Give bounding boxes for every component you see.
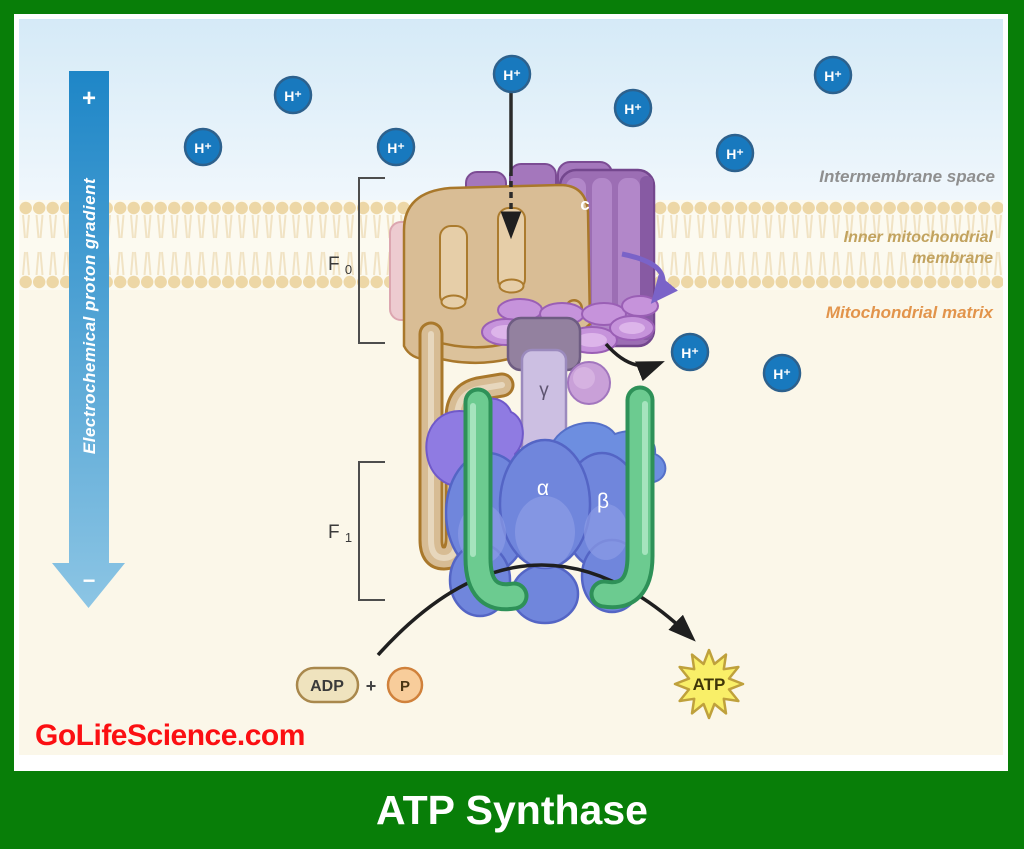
page-title: ATP Synthase (376, 786, 648, 833)
h-plus-label: H⁺ (624, 101, 642, 117)
b-subunit-left (463, 387, 529, 612)
matrix-label: Mitochondrial matrix (826, 303, 995, 322)
h-plus-label: H⁺ (681, 345, 699, 361)
adp-pill (295, 666, 360, 704)
f0-bracket (358, 177, 385, 344)
f0-sub: 0 (345, 262, 352, 277)
atp-starburst: ATP (673, 648, 745, 720)
f0-letter: F (328, 254, 340, 275)
alpha-label: α (537, 477, 549, 500)
h-plus-ion: H⁺ (670, 332, 710, 372)
h-plus-label: H⁺ (284, 88, 302, 104)
proton-channel-right (497, 207, 526, 294)
gamma-label: γ (539, 380, 549, 401)
f1-label: F 1 (328, 522, 352, 545)
h-plus-label: H⁺ (726, 146, 744, 162)
gradient-plus-sign: + (82, 85, 96, 112)
h-plus-ion: H⁺ (492, 54, 532, 94)
atp-synthase-complex: c γ (389, 161, 667, 625)
h-plus-ion: H⁺ (715, 133, 755, 173)
h-plus-label: H⁺ (773, 366, 791, 382)
intermembrane-space-label: Intermembrane space (819, 167, 995, 186)
proton-gradient-arrow: + − Electrochemical proton gradient (52, 71, 125, 608)
inner-membrane-label-line1: Inner mitochondrial (844, 229, 994, 246)
h-plus-ion: H⁺ (273, 75, 313, 115)
title-banner: ATP Synthase (0, 771, 1024, 849)
h-plus-ion: H⁺ (376, 127, 416, 167)
atp-synthase-diagram: Intermembrane space Inner mitochondrial … (19, 19, 1003, 755)
adp-label: ADP (310, 678, 344, 695)
reaction-plus-sign: + (366, 676, 377, 696)
h-plus-label: H⁺ (824, 68, 842, 84)
h-plus-label: H⁺ (387, 140, 405, 156)
f1-letter: F (328, 522, 340, 543)
reaction-row: ADP + P ATP (295, 648, 745, 720)
h-plus-label: H⁺ (503, 67, 521, 83)
gradient-arrow-label: Electrochemical proton gradient (80, 177, 99, 454)
c-subunit-label: c (580, 195, 589, 214)
proton-release-arrow (604, 342, 665, 382)
diagram-panel: Intermembrane space Inner mitochondrial … (14, 14, 1008, 771)
beta-label: β (597, 490, 609, 513)
f1-bracket (358, 461, 385, 601)
h-plus-ion: H⁺ (813, 55, 853, 95)
inner-membrane-label-line2: membrane (912, 250, 993, 267)
reaction-arc-arrow (376, 563, 696, 657)
phosphate-circle (386, 666, 424, 704)
rotation-arrow (621, 251, 678, 304)
proton-channel-left (439, 225, 468, 310)
f0-label: F 0 (328, 254, 352, 277)
f1-sub: 1 (345, 530, 352, 545)
delta-sphere-highlight (573, 367, 595, 389)
b-subunit-right (589, 385, 655, 610)
h-plus-ion: H⁺ (183, 127, 223, 167)
hydrogen-ions: H⁺ H⁺ H⁺ H⁺ H⁺ H⁺ H⁺ H⁺ H⁺ (183, 54, 853, 393)
atp-label: ATP (693, 675, 726, 694)
gradient-minus-sign: − (83, 568, 96, 593)
h-plus-ion: H⁺ (613, 88, 653, 128)
h-plus-label: H⁺ (194, 140, 212, 156)
watermark: GoLifeScience.com (35, 719, 305, 752)
h-plus-ion: H⁺ (762, 353, 802, 393)
phosphate-label: P (400, 678, 410, 695)
